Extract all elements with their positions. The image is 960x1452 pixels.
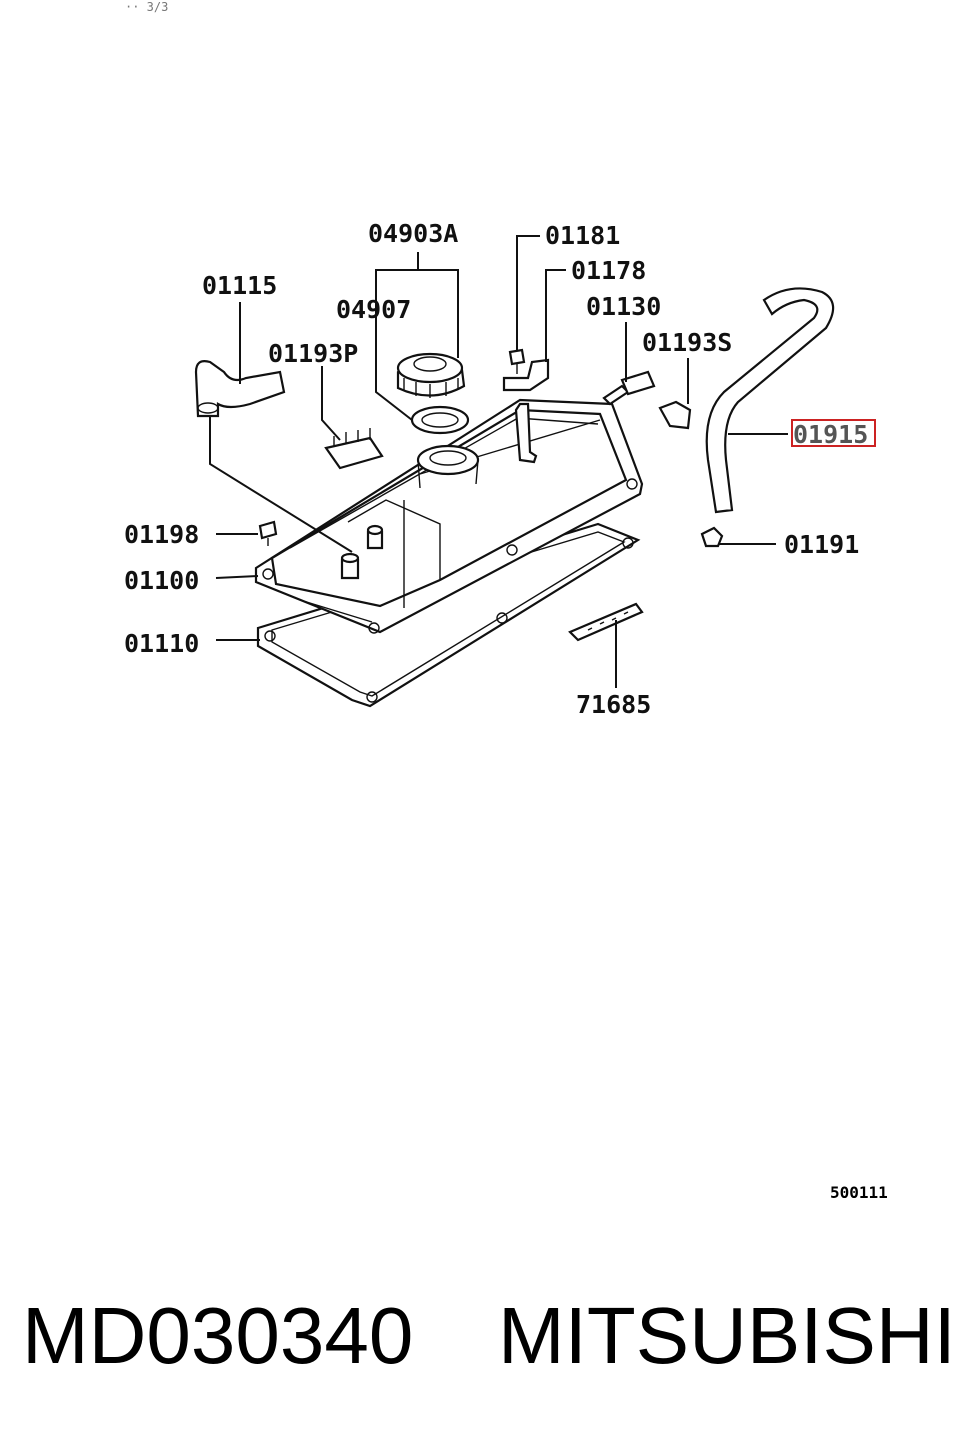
leader-01115-hose [209, 416, 353, 553]
label-01100: 01100 [124, 566, 199, 595]
diagram-code: 500111 [830, 1183, 888, 1202]
label-71685: 71685 [576, 690, 651, 719]
label-01191: 01191 [784, 530, 859, 559]
label-04907: 04907 [336, 295, 411, 324]
label-01130: 01130 [586, 292, 661, 321]
leader-04903A [375, 252, 459, 358]
leader-01178 [545, 269, 566, 362]
label-01198: 01198 [124, 520, 199, 549]
brand-name: MITSUBISHI [498, 1291, 956, 1380]
label-plate-part[interactable] [568, 602, 644, 642]
label-04903A: 04903A [368, 219, 458, 248]
label-01193S: 01193S [642, 328, 732, 357]
gasket-part[interactable] [256, 522, 641, 708]
leader-01181 [516, 235, 540, 350]
oil-filler-cap-part[interactable] [396, 352, 466, 398]
footer: MD030340 MITSUBISHI [0, 1290, 960, 1400]
label-01115: 01115 [202, 271, 277, 300]
clip-01193S-part[interactable] [658, 400, 692, 430]
highlight-box [791, 419, 876, 447]
leader-01193P [321, 366, 341, 441]
scan-mark: ·· 3/3 [125, 0, 169, 14]
label-01915: 01915 [793, 420, 868, 449]
bolt-01198-part[interactable] [258, 520, 278, 546]
nut-01191-part[interactable] [700, 526, 724, 548]
bracket-01178-part[interactable] [502, 358, 550, 392]
leader-01100 [215, 575, 259, 579]
label-01178: 01178 [571, 256, 646, 285]
breather-hose-part[interactable] [705, 287, 835, 514]
cap-gasket-part[interactable] [410, 405, 470, 435]
exploded-parts-diagram: 04903A 04907 01115 01193P 01181 01178 01… [124, 219, 876, 719]
wire-clamp-part[interactable] [324, 428, 384, 470]
label-01181: 01181 [545, 221, 620, 250]
sensor-01130-part[interactable] [602, 370, 656, 406]
label-01110: 01110 [124, 629, 199, 658]
leader-04907 [375, 298, 413, 421]
rocker-cover-part[interactable] [254, 398, 644, 634]
bolt-01181-part[interactable] [508, 348, 526, 374]
label-01193P: 01193P [268, 339, 358, 368]
part-number: MD030340 [22, 1291, 414, 1380]
